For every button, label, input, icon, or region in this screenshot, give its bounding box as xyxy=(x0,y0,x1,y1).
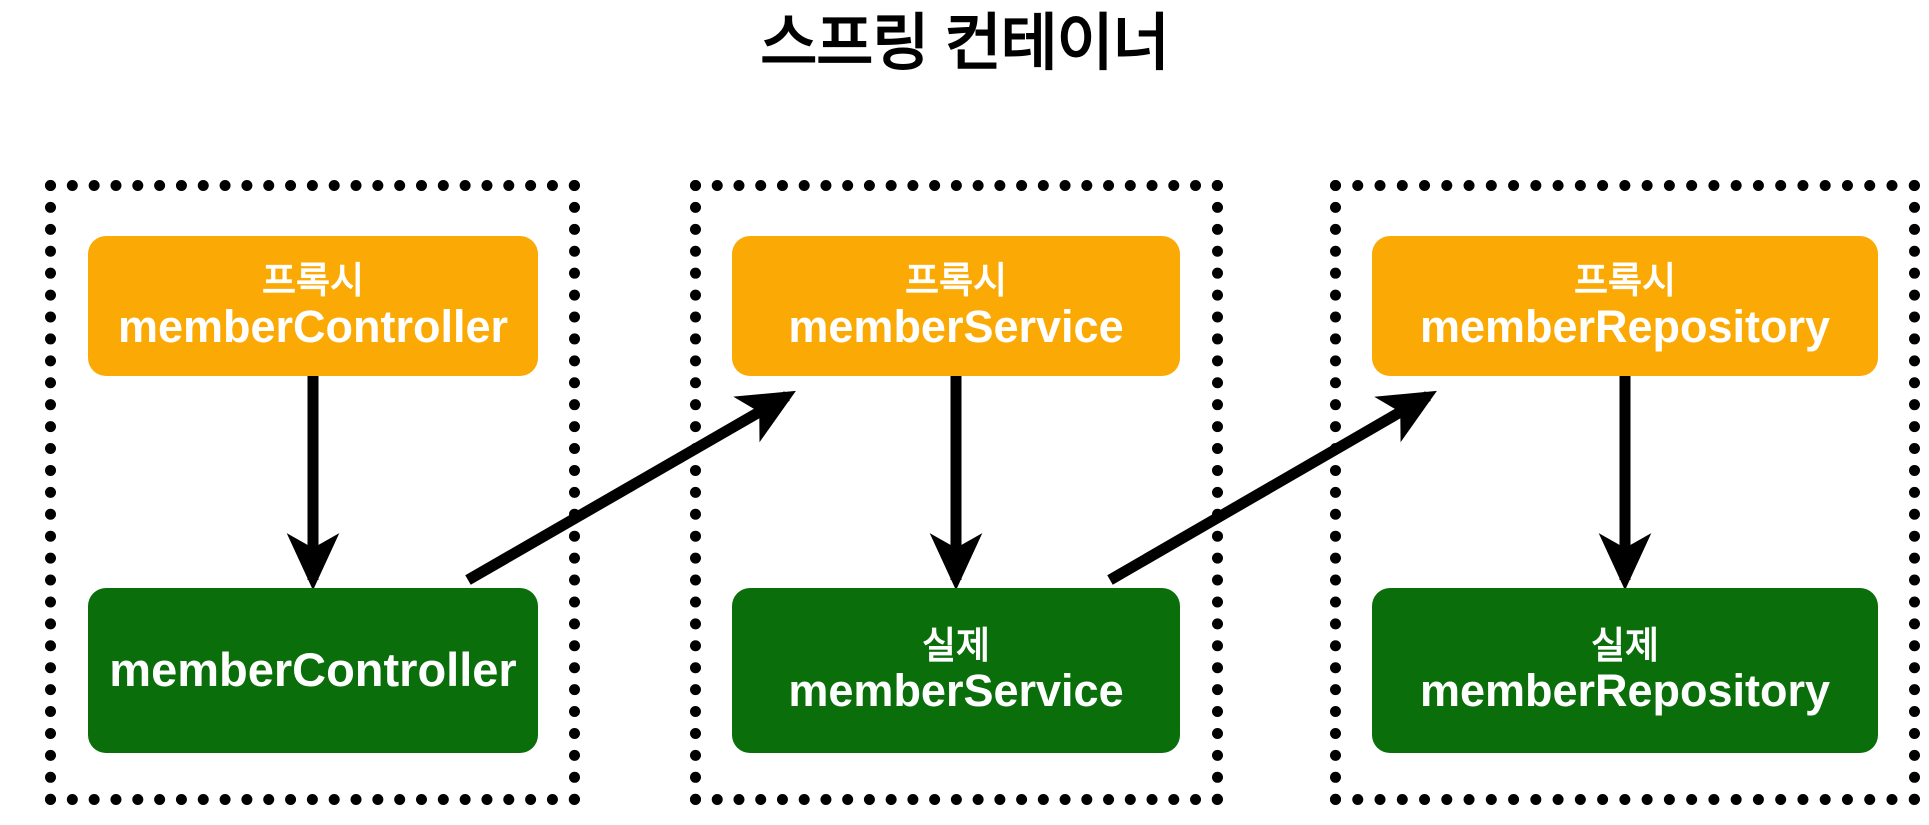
real-bean-name: memberController xyxy=(109,643,517,697)
proxy-label-kr: 프록시 xyxy=(904,260,1008,302)
page-title: 스프링 컨테이너 xyxy=(760,9,1170,78)
proxy-node-member-service[interactable]: 프록시 memberService xyxy=(732,236,1180,376)
spring-container-panel-member-repository xyxy=(1330,180,1920,805)
real-label-kr: 실제 xyxy=(921,624,991,666)
proxy-bean-name: memberService xyxy=(788,300,1124,352)
proxy-label-kr: 프록시 xyxy=(261,260,365,302)
proxy-bean-name: memberRepository xyxy=(1419,300,1831,352)
proxy-bean-name: memberController xyxy=(117,300,509,352)
real-node-member-service[interactable]: 실제 memberService xyxy=(732,588,1180,753)
real-node-member-repository[interactable]: 실제 memberRepository xyxy=(1372,588,1878,753)
proxy-node-member-controller[interactable]: 프록시 memberController xyxy=(88,236,538,376)
real-label-kr: 실제 xyxy=(1590,624,1660,666)
real-node-member-controller[interactable]: memberController xyxy=(88,588,538,753)
real-bean-name: memberService xyxy=(788,665,1124,717)
spring-container-panel-member-controller xyxy=(45,180,580,805)
proxy-node-member-repository[interactable]: 프록시 memberRepository xyxy=(1372,236,1878,376)
spring-container-panel-member-service xyxy=(690,180,1223,805)
real-bean-name: memberRepository xyxy=(1419,665,1831,717)
proxy-label-kr: 프록시 xyxy=(1573,260,1677,302)
